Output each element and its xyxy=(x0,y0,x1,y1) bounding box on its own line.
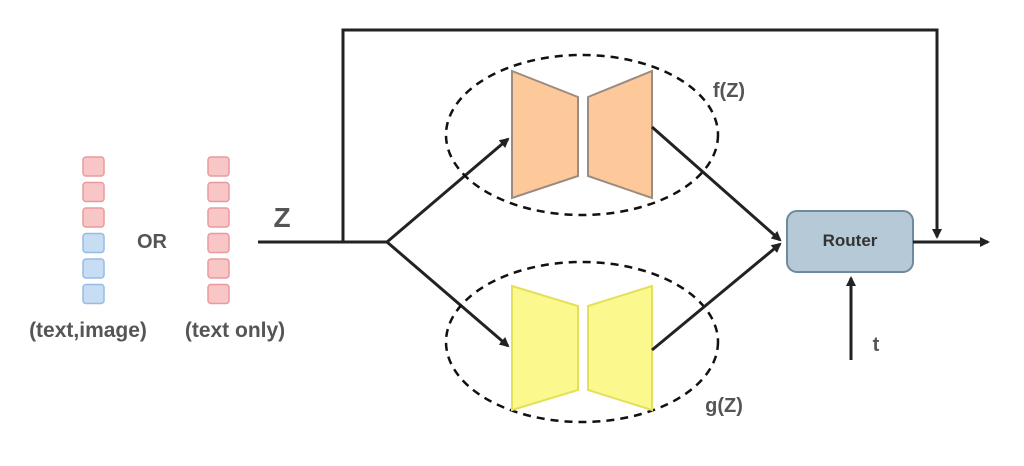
text-token xyxy=(207,232,230,254)
skip-connection-arrow xyxy=(341,28,942,242)
text-token xyxy=(207,283,230,305)
g-label: g(Z) xyxy=(705,395,743,417)
f-decoder-block xyxy=(587,69,653,200)
image-token xyxy=(82,283,105,305)
text-token xyxy=(207,258,230,279)
t-label: t xyxy=(873,334,880,356)
branch-arrow-to-f xyxy=(386,137,510,244)
text-token xyxy=(82,207,105,228)
token-column-text-image xyxy=(82,156,105,305)
g-module-boundary xyxy=(444,260,720,424)
text-image-caption: (text,image) xyxy=(29,319,147,342)
f-module-boundary xyxy=(444,53,720,217)
image-token xyxy=(82,258,105,279)
g-decoder-block xyxy=(587,284,653,412)
branch-arrow-to-g xyxy=(386,240,510,348)
f-encoder-block xyxy=(511,69,579,200)
or-label: OR xyxy=(137,231,168,253)
g-encoder-block xyxy=(511,284,579,412)
text-token xyxy=(207,156,230,177)
z-label: Z xyxy=(273,202,290,233)
router-label: Router xyxy=(823,231,878,250)
f-output-arrow xyxy=(651,125,782,242)
text-only-caption: (text only) xyxy=(185,319,285,342)
token-column-text-only xyxy=(207,156,230,305)
f-label: f(Z) xyxy=(713,80,745,102)
text-token xyxy=(207,181,230,203)
text-token xyxy=(82,181,105,203)
image-token xyxy=(82,232,105,254)
text-token xyxy=(82,156,105,177)
g-output-arrow xyxy=(651,242,782,352)
text-token xyxy=(207,207,230,228)
